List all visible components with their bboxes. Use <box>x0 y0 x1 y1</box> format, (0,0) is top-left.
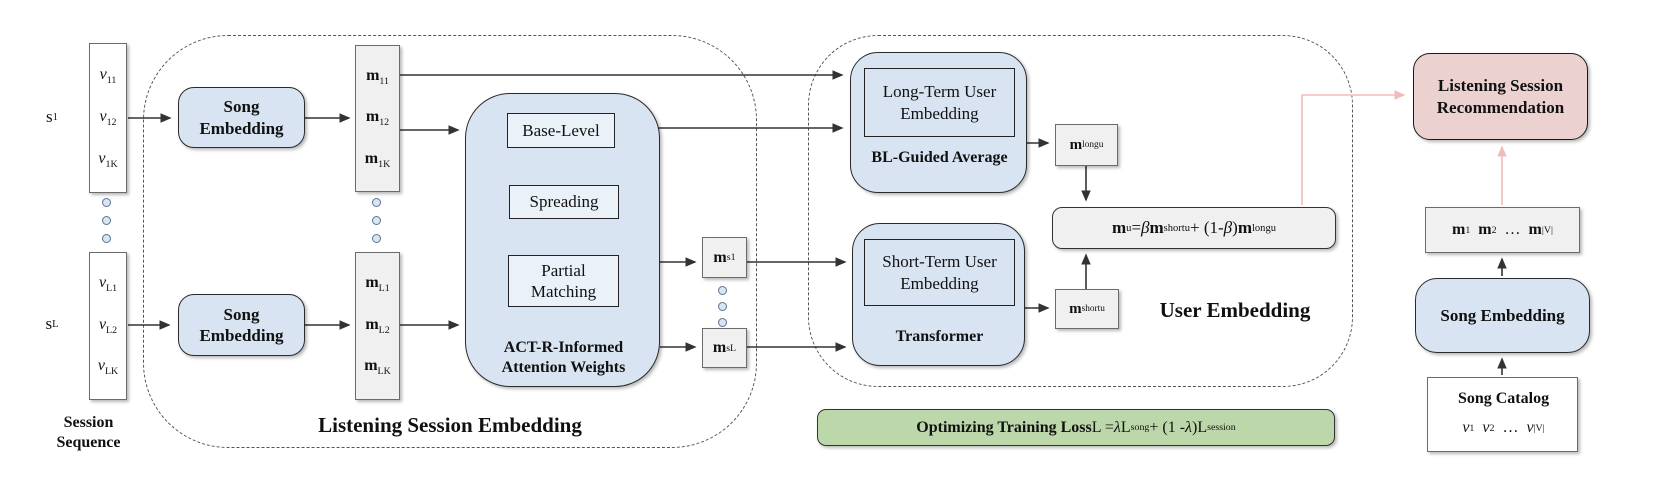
session-sL-box: vL1 vL2 vLK <box>89 252 127 400</box>
song-embedding-block-right: Song Embedding <box>1415 278 1590 353</box>
mL1: mL1 <box>365 274 390 295</box>
ellipsis-dot <box>718 302 727 311</box>
actr-base-level-box: Base-Level <box>507 113 615 148</box>
song-v12: v12 <box>99 107 117 129</box>
mL2: mL2 <box>365 315 390 337</box>
transformer-title: Transformer <box>895 328 984 345</box>
user-embedding-label: User Embedding <box>1159 297 1311 322</box>
song-v1K: v1K <box>98 149 118 171</box>
ellipsis-dot <box>102 234 111 243</box>
song-v11: v11 <box>99 65 117 87</box>
m1-embeddings-box: m11 m12 m1K <box>355 45 400 192</box>
song-vLK: vLK <box>97 357 119 378</box>
ellipsis-dot <box>372 198 381 207</box>
user-embedding-region <box>808 35 1353 387</box>
m1K: m1K <box>364 149 391 170</box>
song-vL1: vL1 <box>98 274 118 295</box>
m11: m11 <box>366 67 389 88</box>
ellipsis-dot <box>718 286 727 295</box>
bl-guided-average-title: BL-Guided Average <box>871 149 1008 166</box>
m12: m12 <box>365 108 390 129</box>
arrow-user-embedding-to-recommendation <box>1301 90 1406 205</box>
listening-session-embedding-region <box>143 35 757 448</box>
listening-session-embedding-label: Listening Session Embedding <box>318 412 582 437</box>
ellipsis-dot <box>718 318 727 327</box>
actr-spreading-box: Spreading <box>509 185 619 219</box>
ellipsis-dot <box>372 234 381 243</box>
ellipsis-dot <box>102 198 111 207</box>
ellipsis-dot <box>102 216 111 225</box>
song-vL2: vL2 <box>98 315 118 337</box>
mL-embeddings-box: mL1 mL2 mLK <box>355 252 400 400</box>
song-catalog-title: Song Catalog <box>1457 390 1550 407</box>
session-s1-box: v11 v12 v1K <box>89 43 127 193</box>
mLK: mLK <box>364 357 391 378</box>
ellipsis-dot <box>372 216 381 225</box>
